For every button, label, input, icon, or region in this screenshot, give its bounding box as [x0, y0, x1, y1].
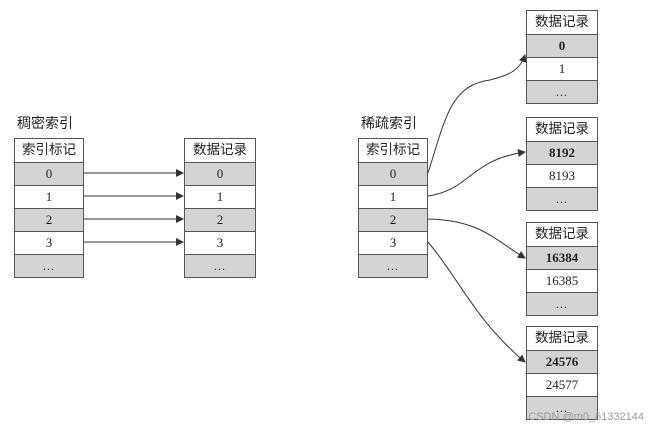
sparse-index-row: 1 [359, 185, 427, 208]
sparse-index-title: 稀疏索引 [361, 116, 417, 132]
dense-record-row: … [185, 254, 255, 277]
sparse-index-row: 3 [359, 231, 427, 254]
block-first-record: 24576 [527, 350, 597, 373]
sparse-arrow-0 [427, 54, 527, 174]
block-first-record: 8192 [527, 141, 597, 164]
sparse-arrow-1 [427, 149, 526, 197]
dense-records-header: 数据记录 [193, 142, 247, 158]
sparse-block-3: 数据记录 16384 16385 … [526, 222, 598, 316]
dense-index-title: 稠密索引 [17, 116, 73, 132]
sparse-index-table: 索引标记 0 1 2 3 … [358, 138, 428, 278]
block-header: 数据记录 [535, 14, 589, 30]
sparse-block-4: 数据记录 24576 24577 … [526, 326, 598, 420]
dense-index-row: … [15, 254, 83, 277]
block-second-record: 16385 [527, 269, 597, 292]
block-more: … [527, 80, 597, 103]
dense-index-row: 3 [15, 231, 83, 254]
sparse-index-row: … [359, 254, 427, 277]
block-more: … [527, 396, 597, 419]
sparse-arrow-3 [427, 241, 526, 363]
dense-record-row: 1 [185, 185, 255, 208]
block-more: … [527, 292, 597, 315]
dense-record-row: 3 [185, 231, 255, 254]
sparse-index-row: 2 [359, 208, 427, 231]
dense-index-row: 1 [15, 185, 83, 208]
sparse-index-row: 0 [359, 162, 427, 185]
block-header: 数据记录 [535, 226, 589, 242]
block-first-record: 16384 [527, 246, 597, 269]
dense-index-table: 索引标记 0 1 2 3 … [14, 138, 84, 278]
dense-records-table: 数据记录 0 1 2 3 … [184, 138, 256, 278]
block-second-record: 8193 [527, 164, 597, 187]
block-header: 数据记录 [535, 121, 589, 137]
sparse-arrow-2 [427, 218, 526, 259]
dense-index-row: 0 [15, 162, 83, 185]
dense-record-row: 2 [185, 208, 255, 231]
sparse-index-header: 索引标记 [366, 142, 420, 158]
block-header: 数据记录 [535, 330, 589, 346]
sparse-block-2: 数据记录 8192 8193 … [526, 117, 598, 211]
block-second-record: 1 [527, 57, 597, 80]
block-second-record: 24577 [527, 373, 597, 396]
block-more: … [527, 187, 597, 210]
dense-index-row: 2 [15, 208, 83, 231]
block-first-record: 0 [527, 34, 597, 57]
dense-index-header: 索引标记 [22, 142, 76, 158]
sparse-block-1: 数据记录 0 1 … [526, 10, 598, 104]
watermark: CSDN @m0_61332144 [528, 411, 644, 423]
dense-record-row: 0 [185, 162, 255, 185]
